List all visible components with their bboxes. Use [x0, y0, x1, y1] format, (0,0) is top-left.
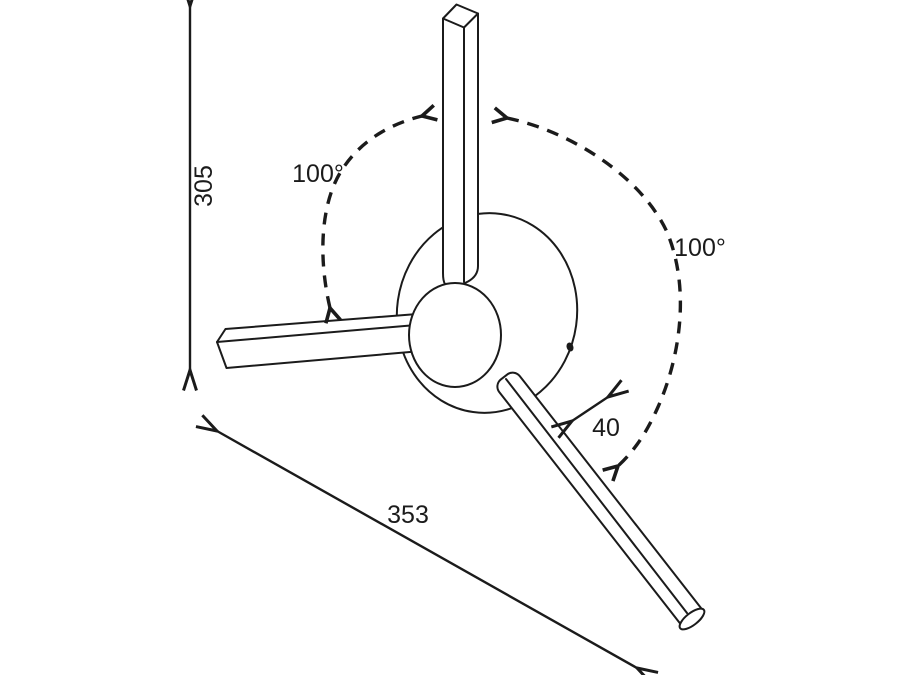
rotation-arcs: [321, 116, 683, 466]
vertical-post-outline: [442, 3, 479, 289]
left-angle-label: 100°: [292, 160, 344, 188]
height-dimension-label: 305: [190, 165, 218, 207]
left-arm-edge: [216, 323, 429, 343]
right-rotation-arc: [507, 118, 683, 466]
right-angle-label: 100°: [674, 234, 726, 262]
hub-front-plate: [408, 282, 502, 388]
lower-right-arm-end-cap: [678, 607, 706, 631]
left-arm: [216, 312, 434, 369]
mount-bracket: [216, 3, 706, 631]
vertical-post-arm: [442, 3, 479, 289]
dimension-labels: 305 353 40 100° 100°: [190, 160, 726, 529]
span-dimension-label: 353: [387, 501, 429, 529]
thickness-dimension-label: 40: [592, 414, 620, 442]
span-dimension-arrow: [217, 431, 637, 668]
left-rotation-arc: [321, 116, 422, 308]
left-arm-outline: [216, 312, 434, 369]
lower-right-arm: [496, 371, 706, 631]
